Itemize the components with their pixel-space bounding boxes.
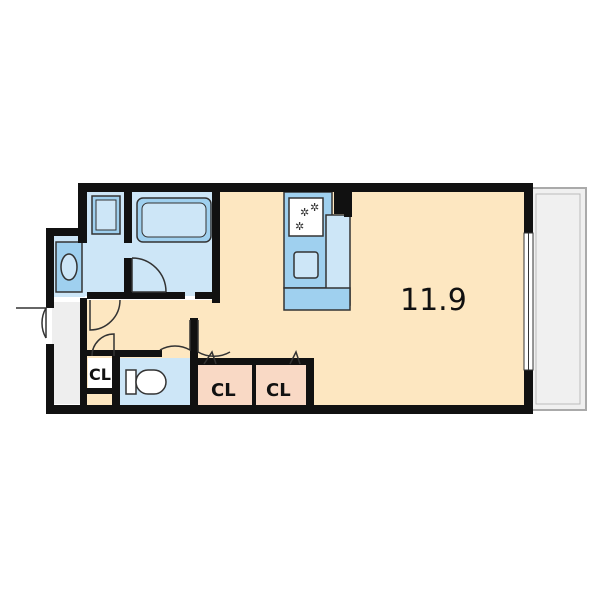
closet-entry — [88, 358, 112, 388]
main-room-area: 11.9 — [400, 283, 467, 318]
doors — [16, 257, 301, 365]
closet-label-2: CL — [266, 380, 291, 401]
sink-icon — [60, 253, 78, 281]
kitchen-sink-icon — [293, 251, 319, 279]
burner-icon: ✲ — [310, 201, 319, 214]
closet-room-1 — [198, 364, 252, 406]
toilet-tank — [125, 369, 137, 395]
walls — [46, 183, 533, 414]
washer-space-inner — [95, 199, 117, 231]
entry — [52, 302, 85, 404]
balcony — [529, 187, 587, 411]
closet-room-2 — [256, 364, 306, 406]
stove-icon — [288, 197, 324, 237]
kitchen-base — [283, 287, 351, 311]
burner-icon: ✲ — [295, 220, 304, 233]
toilet-icon — [135, 369, 167, 395]
balcony-rail — [535, 193, 581, 405]
closet-label-1: CL — [211, 380, 236, 401]
closet-label-entry: CL — [89, 365, 111, 384]
bathtub-inner — [141, 202, 207, 238]
burner-icon: ✲ — [300, 206, 309, 219]
